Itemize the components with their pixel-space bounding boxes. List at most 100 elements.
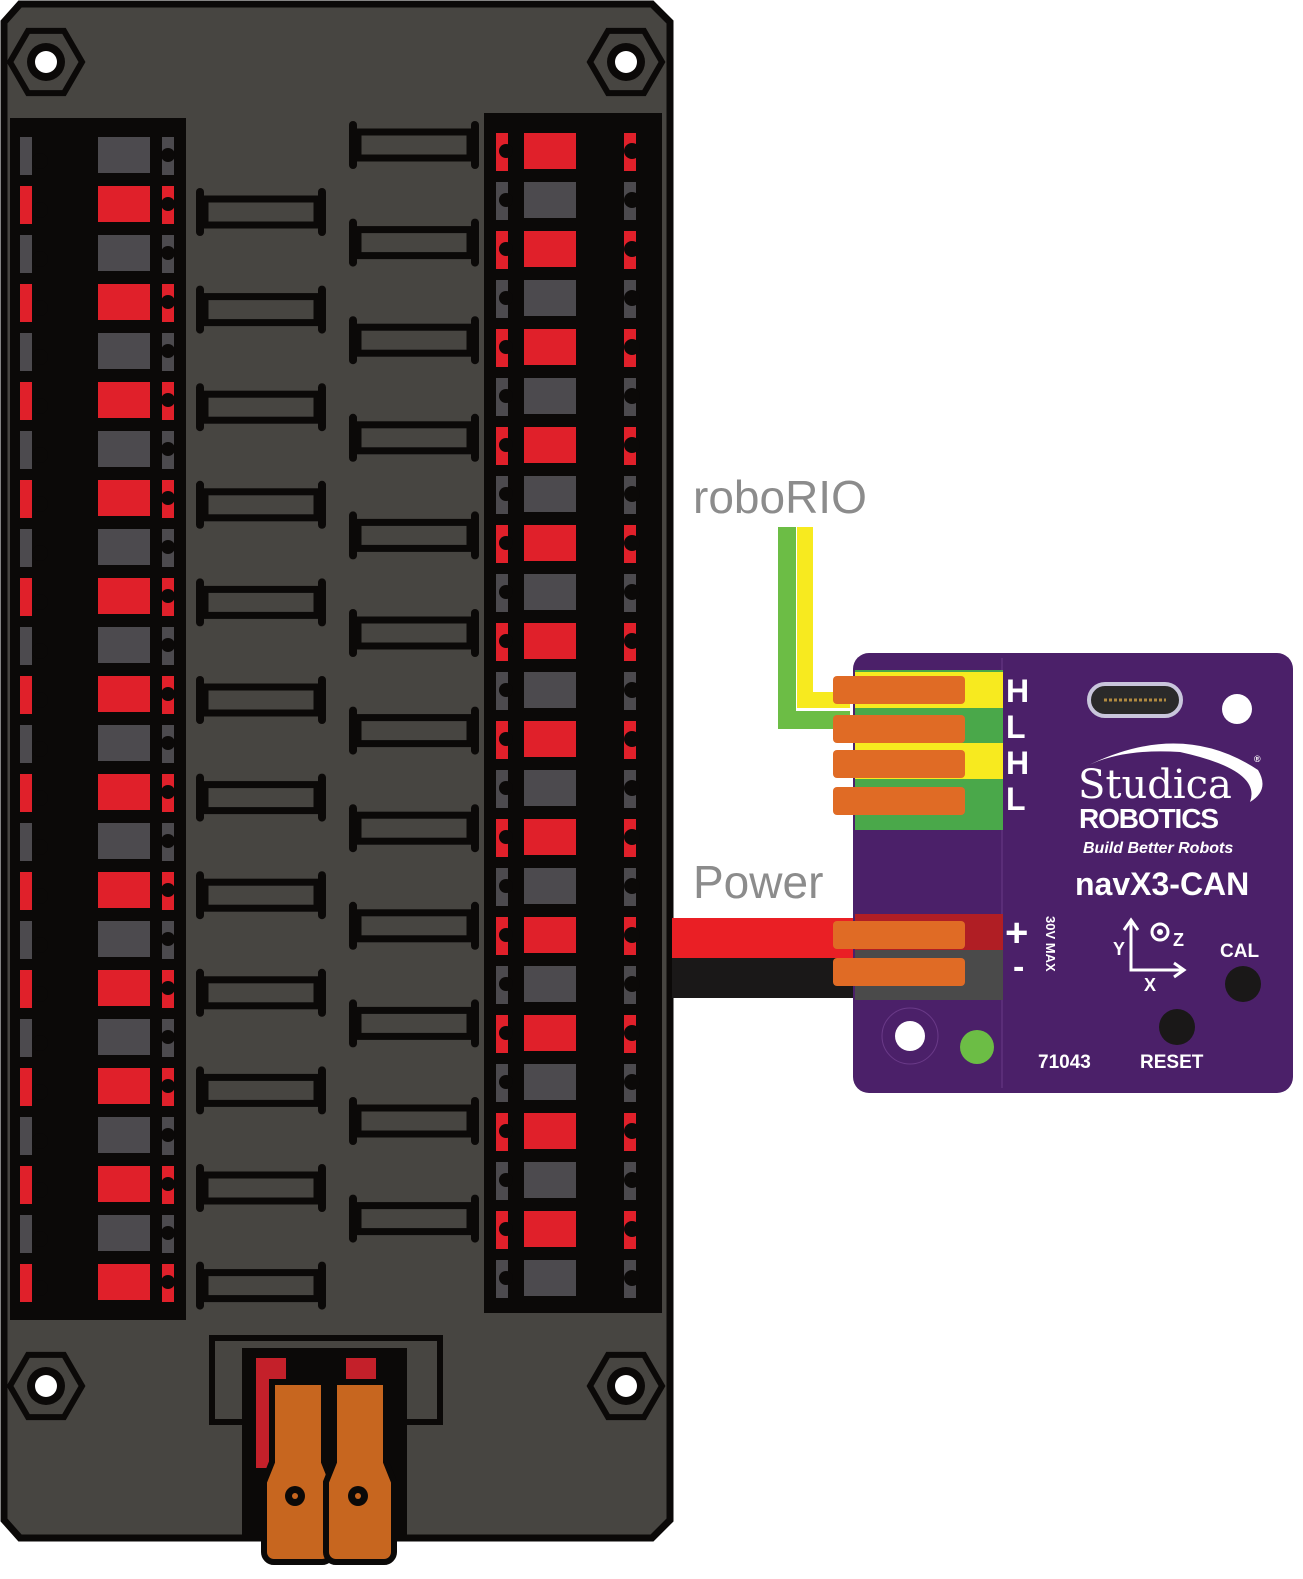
mount-hole xyxy=(586,27,666,97)
terminal-slot[interactable] xyxy=(20,529,175,567)
status-led xyxy=(960,1030,994,1064)
terminal-slot[interactable] xyxy=(496,672,640,710)
power-black-wire xyxy=(672,958,862,998)
fuse-slot[interactable] xyxy=(196,188,326,236)
cal-label: CAL xyxy=(1220,941,1259,962)
terminal-slot[interactable] xyxy=(20,1117,175,1155)
mount-hole-top xyxy=(1222,694,1252,724)
reset-button[interactable] xyxy=(1159,1009,1195,1045)
fuse-slot[interactable] xyxy=(349,804,479,853)
fuse-slot[interactable] xyxy=(349,511,479,560)
fuse-slot[interactable] xyxy=(196,1261,326,1310)
terminal-slot[interactable] xyxy=(20,676,175,714)
terminal-slot[interactable] xyxy=(496,182,640,220)
terminal-slot[interactable] xyxy=(20,970,175,1008)
wago-lever[interactable] xyxy=(833,715,965,743)
fuse-slot[interactable] xyxy=(349,1194,479,1243)
terminal-slot[interactable] xyxy=(496,623,640,661)
terminal-slot[interactable] xyxy=(20,578,175,616)
main-lug-right xyxy=(323,1379,397,1565)
axis-x-label: X xyxy=(1144,975,1156,995)
terminal-slot[interactable] xyxy=(496,1211,640,1249)
fuse-slot[interactable] xyxy=(349,316,479,365)
fuse-slot[interactable] xyxy=(349,121,479,169)
tagline: Build Better Robots xyxy=(1083,840,1233,857)
terminal-slot[interactable] xyxy=(496,525,640,563)
axis-z-label: Z xyxy=(1173,930,1184,950)
terminal-slot[interactable] xyxy=(496,1064,640,1102)
terminal-slot[interactable] xyxy=(496,1260,640,1298)
terminal-slot[interactable] xyxy=(20,431,175,469)
mount-hole-bottom xyxy=(881,1007,939,1065)
terminal-slot[interactable] xyxy=(496,1113,640,1151)
terminal-slot[interactable] xyxy=(20,1068,175,1106)
terminal-slot[interactable] xyxy=(20,480,175,518)
fuse-slot[interactable] xyxy=(196,480,326,529)
terminal-slot[interactable] xyxy=(20,137,175,175)
usb-c-port[interactable] xyxy=(1087,682,1183,718)
brand-name: Studica xyxy=(1078,762,1232,808)
power-plus-label: + xyxy=(1005,911,1028,955)
fuse-slot[interactable] xyxy=(196,676,326,724)
power-label: Power xyxy=(693,856,823,908)
terminal-slot[interactable] xyxy=(20,235,175,273)
terminal-slot[interactable] xyxy=(20,774,175,812)
terminal-slot[interactable] xyxy=(20,186,175,224)
can-pin-label: H xyxy=(1006,745,1029,781)
wago-lever[interactable] xyxy=(833,921,965,949)
fuse-slot[interactable] xyxy=(196,285,326,334)
wago-lever[interactable] xyxy=(833,750,965,778)
terminal-slot[interactable] xyxy=(20,921,175,959)
mount-hole xyxy=(586,1351,666,1421)
wago-lever[interactable] xyxy=(833,676,965,704)
fuse-slot[interactable] xyxy=(349,999,479,1048)
fuse-slot[interactable] xyxy=(349,706,479,755)
terminal-slot[interactable] xyxy=(20,1215,175,1253)
terminal-slot[interactable] xyxy=(496,378,640,416)
wago-lever[interactable] xyxy=(833,958,965,986)
terminal-slot[interactable] xyxy=(496,1015,640,1053)
terminal-slot[interactable] xyxy=(496,917,640,955)
fuse-slot[interactable] xyxy=(196,383,326,432)
fuse-slot[interactable] xyxy=(196,871,326,920)
terminal-slot[interactable] xyxy=(20,382,175,420)
terminal-slot[interactable] xyxy=(20,725,175,763)
cal-button[interactable] xyxy=(1225,966,1261,1002)
terminal-slot[interactable] xyxy=(496,819,640,857)
terminal-slot[interactable] xyxy=(20,627,175,665)
terminal-slot[interactable] xyxy=(20,823,175,861)
terminal-slot[interactable] xyxy=(20,333,175,371)
fuse-slot[interactable] xyxy=(349,1097,479,1145)
terminal-slot[interactable] xyxy=(496,133,640,171)
main-lug-left xyxy=(261,1379,335,1565)
fuse-slot[interactable] xyxy=(349,413,479,462)
terminal-slot[interactable] xyxy=(496,1162,640,1200)
terminal-slot[interactable] xyxy=(496,476,640,514)
terminal-slot[interactable] xyxy=(20,1019,175,1057)
wago-lever[interactable] xyxy=(833,787,965,815)
fuse-slot[interactable] xyxy=(349,901,479,950)
terminal-slot[interactable] xyxy=(496,280,640,318)
brand-registered-mark: ® xyxy=(1254,754,1261,764)
fuse-slot[interactable] xyxy=(349,609,479,657)
terminal-slot[interactable] xyxy=(496,721,640,759)
fuse-slot[interactable] xyxy=(196,968,326,1017)
model-name: navX3-CAN xyxy=(1075,866,1249,902)
terminal-slot[interactable] xyxy=(496,329,640,367)
terminal-slot[interactable] xyxy=(496,770,640,808)
terminal-slot[interactable] xyxy=(496,574,640,612)
terminal-slot[interactable] xyxy=(496,231,640,269)
terminal-slot[interactable] xyxy=(20,1264,175,1302)
fuse-slot[interactable] xyxy=(196,773,326,822)
fuse-slot[interactable] xyxy=(349,218,479,267)
fuse-slot[interactable] xyxy=(196,578,326,627)
terminal-slot[interactable] xyxy=(496,966,640,1004)
terminal-slot[interactable] xyxy=(20,1166,175,1204)
terminal-slot[interactable] xyxy=(20,872,175,910)
fuse-slot[interactable] xyxy=(196,1066,326,1115)
terminal-slot[interactable] xyxy=(496,868,640,906)
terminal-slot[interactable] xyxy=(496,427,640,465)
terminal-slot[interactable] xyxy=(20,284,175,322)
fuse-slot[interactable] xyxy=(196,1164,326,1212)
